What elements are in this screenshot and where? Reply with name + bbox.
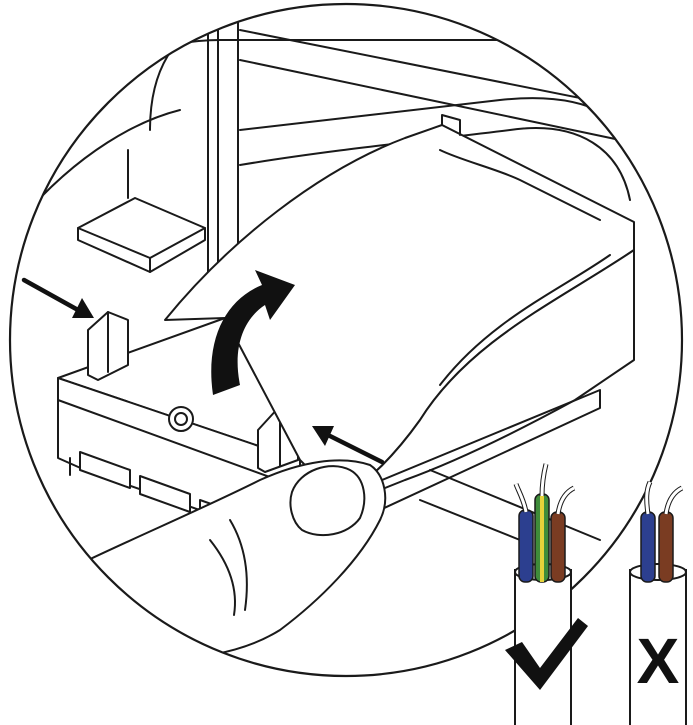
lid-cover-edge: [439, 149, 601, 221]
background-housing-curve: [149, 19, 216, 131]
screw-hole-icon: [168, 406, 194, 432]
background-beam: [239, 59, 621, 141]
push-arrow-right-icon: [312, 426, 385, 465]
wire-blue-core: [645, 481, 652, 515]
magnifier-lens-border: [8, 2, 684, 678]
cable-incorrect: [629, 480, 687, 725]
terminal-edge: [57, 399, 301, 489]
cross-mark-label: X: [637, 625, 680, 697]
wire-brown-core: [664, 486, 683, 515]
terminal-slot: [79, 451, 131, 489]
hand-crease: [209, 539, 236, 616]
curved-rotate-arrow-icon: [211, 270, 295, 395]
background-ceiling-edge: [419, 499, 521, 541]
wire-blue: [640, 511, 656, 583]
check-mark-icon: [505, 618, 588, 690]
hand-crease: [229, 519, 248, 611]
terminal-slot: [139, 475, 191, 513]
wire-blue: [518, 509, 534, 583]
background-ceiling-edge: [429, 469, 601, 541]
spring-clip: [369, 389, 601, 511]
background-beam: [239, 29, 641, 111]
lid-cover-edge: [439, 254, 611, 386]
thumb-nail: [289, 465, 366, 537]
lid-cover-edge: [441, 114, 461, 136]
lid-cover-front: [339, 249, 635, 501]
wire-brown: [550, 511, 566, 583]
wire-brown: [658, 511, 674, 583]
background-housing-curve: [239, 127, 631, 201]
cable-sheath-end: [629, 563, 687, 581]
cable-correct: [513, 463, 576, 725]
background-housing-curve: [19, 109, 181, 221]
push-arrow-left-icon: [21, 277, 94, 318]
magnified-view: [10, 19, 682, 666]
